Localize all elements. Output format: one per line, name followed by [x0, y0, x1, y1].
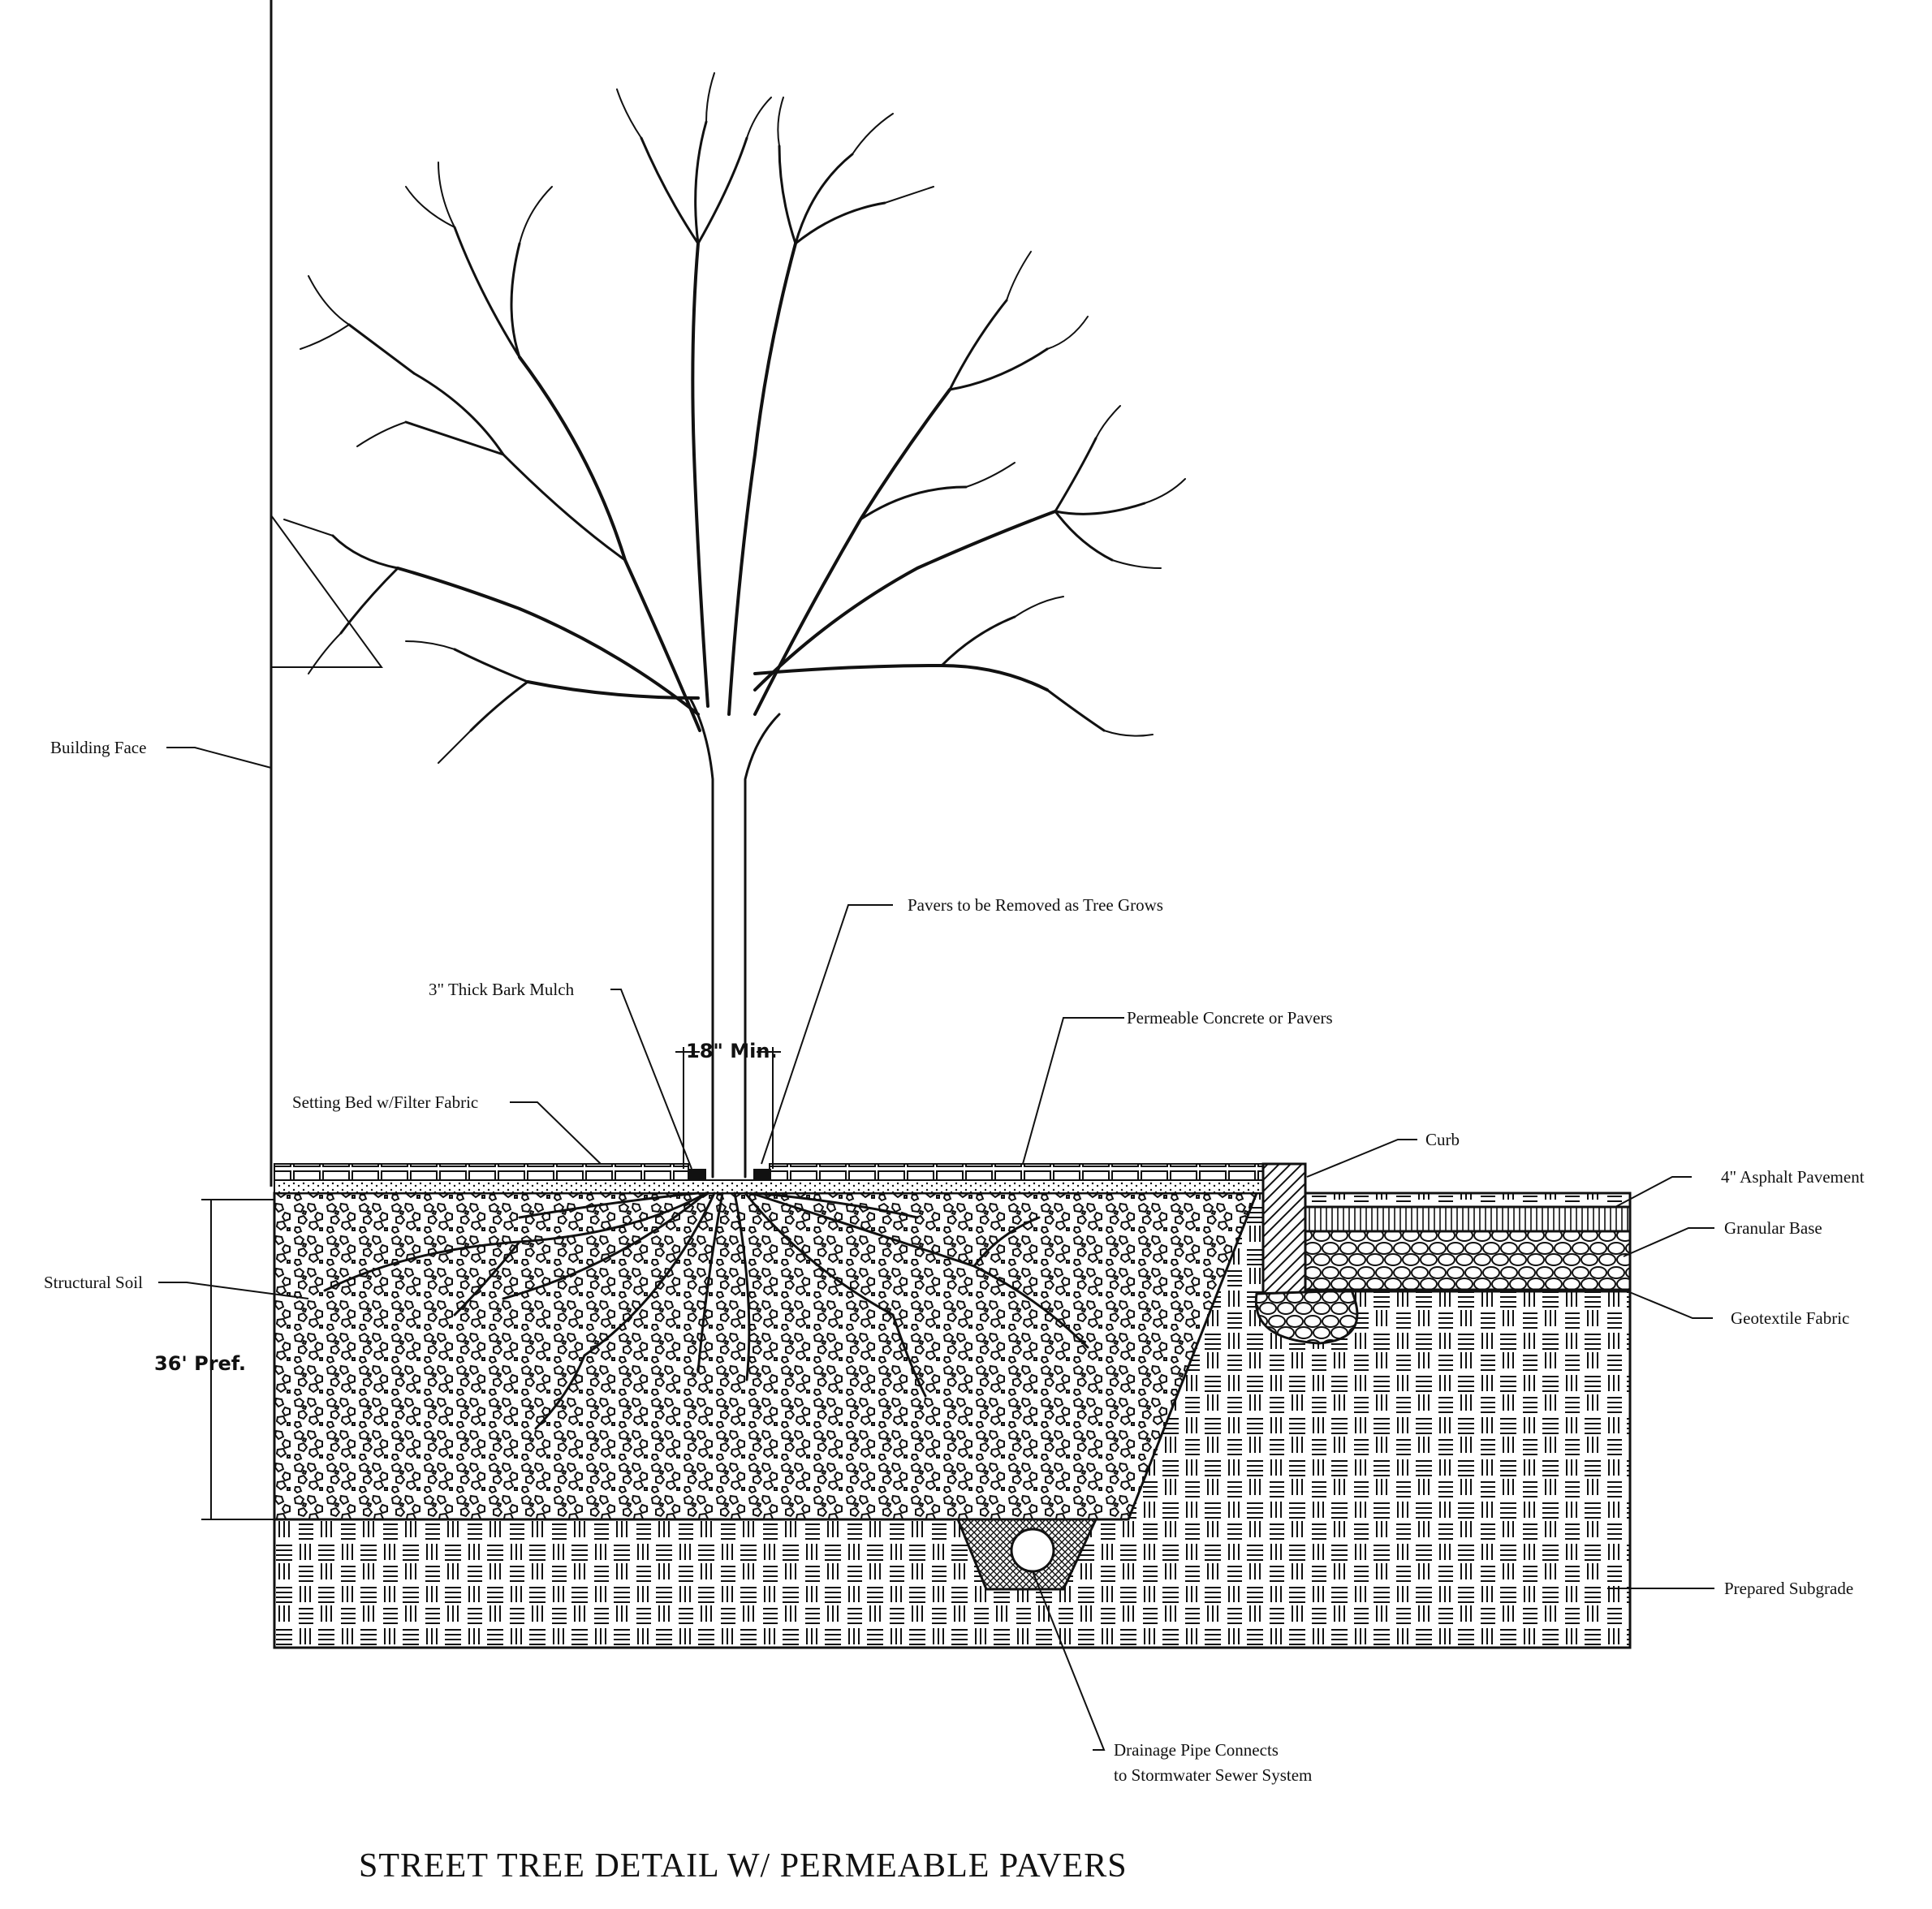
building-face	[270, 0, 383, 1187]
curb-base-gravel	[1254, 1289, 1359, 1345]
paver-layer-left	[274, 1163, 689, 1181]
soil-depth-dimension: 36' Pref.	[154, 1199, 274, 1520]
page-title: STREET TREE DETAIL W/ PERMEABLE PAVERS	[359, 1847, 1128, 1885]
min-clearance-label: 18" Min.	[686, 1040, 778, 1062]
label-setting-bed: Setting Bed w/Filter Fabric	[292, 1092, 478, 1112]
label-building-face: Building Face	[50, 738, 146, 757]
asphalt-pavement-layer	[1304, 1205, 1632, 1233]
label-structural-soil: Structural Soil	[44, 1273, 143, 1292]
label-curb: Curb	[1425, 1130, 1460, 1149]
label-granular-base: Granular Base	[1724, 1218, 1822, 1238]
label-prepared-subgrade: Prepared Subgrade	[1724, 1579, 1853, 1598]
paver-layer-right	[769, 1163, 1306, 1181]
callout-leaders	[158, 747, 1714, 1751]
label-permeable-concrete: Permeable Concrete or Pavers	[1127, 1008, 1333, 1028]
bark-mulch-right	[753, 1169, 771, 1180]
structural-soil-layer	[273, 1192, 1259, 1521]
setting-bed-layer	[274, 1179, 1306, 1194]
tree-roots	[323, 1192, 1089, 1430]
tree	[283, 72, 1186, 1179]
min-clearance-dimension: 18" Min.	[675, 1040, 781, 1169]
label-asphalt: 4" Asphalt Pavement	[1721, 1167, 1865, 1187]
label-drainage-line2: to Stormwater Sewer System	[1114, 1765, 1312, 1785]
curb	[1261, 1162, 1307, 1295]
granular-base-layer	[1304, 1230, 1632, 1291]
label-geotextile: Geotextile Fabric	[1731, 1308, 1849, 1328]
drainage-pipe	[1010, 1528, 1055, 1573]
soil-depth-label: 36' Pref.	[154, 1352, 246, 1375]
label-pavers-removed: Pavers to be Removed as Tree Grows	[908, 895, 1163, 915]
label-bark-mulch: 3" Thick Bark Mulch	[429, 980, 575, 999]
label-drainage-line1: Drainage Pipe Connects	[1114, 1740, 1279, 1760]
drainage-trench	[955, 1518, 1098, 1591]
bark-mulch-left	[688, 1169, 706, 1180]
